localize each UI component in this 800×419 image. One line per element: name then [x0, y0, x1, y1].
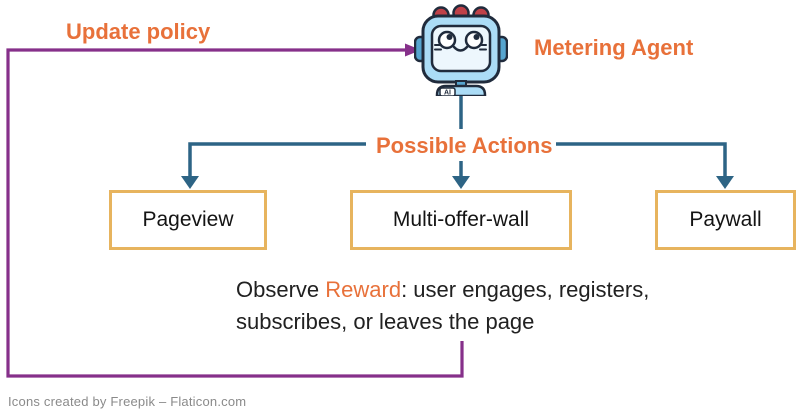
- action-box-label: Paywall: [689, 208, 762, 231]
- actions-to-pageview-arrow: [181, 142, 366, 189]
- metering-agent-label: Metering Agent: [534, 35, 694, 60]
- actions-to-multiofferwall-arrow: [452, 161, 470, 189]
- action-box-label: Multi-offer-wall: [392, 208, 530, 231]
- reward-line2: subscribes, or leaves the page: [236, 309, 535, 334]
- reward-keyword: Reward: [325, 277, 402, 302]
- reward-prefix: Observe: [236, 277, 326, 302]
- ai-robot-icon: AI: [414, 4, 508, 96]
- actions-to-paywall-arrow: [556, 142, 734, 189]
- observe-reward-text: Observe Reward: user engages, registers,…: [236, 274, 649, 338]
- possible-actions-label: Possible Actions: [376, 133, 553, 158]
- robot-badge-text: AI: [444, 90, 451, 97]
- arrowhead-down-icon: [452, 176, 470, 189]
- update-policy-label: Update policy: [66, 19, 211, 44]
- arrowhead-down-icon: [181, 176, 199, 189]
- action-box-pageview: Pageview: [109, 190, 267, 250]
- action-box-label: Pageview: [142, 208, 234, 231]
- footer-credit: Icons created by Freepik – Flaticon.com: [8, 394, 247, 409]
- reward-suffix: : user engages, registers,: [401, 277, 650, 302]
- action-box-multi-offer-wall: Multi-offer-wall: [350, 190, 572, 250]
- arrowhead-down-icon: [716, 176, 734, 189]
- action-box-paywall: Paywall: [655, 190, 796, 250]
